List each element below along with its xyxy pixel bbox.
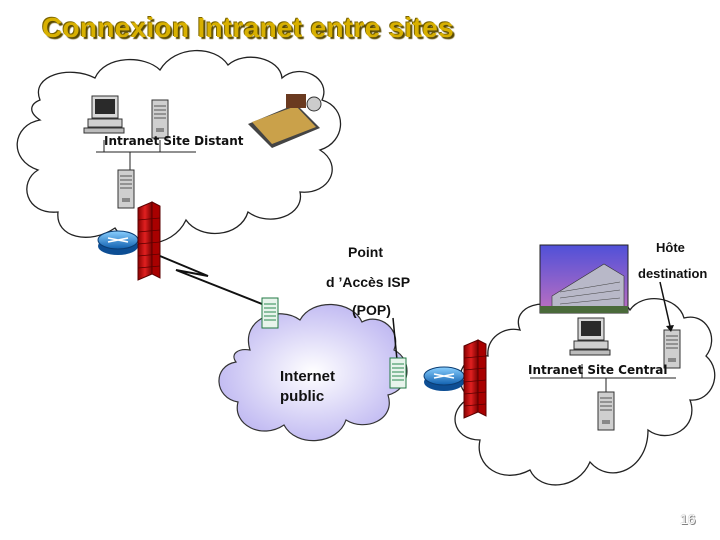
remote-server-icon	[151, 99, 169, 139]
pop-server-icon	[261, 297, 279, 329]
remote-site-label: Intranet Site Distant	[104, 134, 244, 148]
page-title: Connexion Intranet entre sites	[42, 12, 454, 43]
remote-router-icon	[97, 230, 139, 256]
pop-label-point: Point	[348, 244, 383, 260]
remote-server2-icon	[117, 169, 135, 209]
destination-arrow	[659, 281, 671, 327]
building-image	[539, 244, 629, 314]
pop-link	[392, 317, 398, 361]
page-number: 16	[680, 511, 696, 527]
wan-link	[159, 255, 263, 305]
remote-lan-icon	[248, 94, 322, 148]
gateway-server-icon	[389, 357, 407, 389]
central-site-label: Intranet Site Central	[528, 363, 668, 377]
internet-cloud	[218, 303, 408, 442]
central-router-icon	[423, 366, 465, 392]
central-firewall-icon	[463, 339, 487, 419]
internet-label: Internet	[280, 368, 336, 385]
central-server-icon	[597, 391, 615, 431]
destination-label: destination	[638, 266, 708, 281]
remote-firewall-icon	[137, 201, 161, 281]
public-label: public	[280, 388, 325, 405]
host-label: Hôte	[656, 240, 685, 255]
pop-label-access: d ’Accès ISP	[326, 274, 411, 290]
pop-label-abbrev: (POP)	[352, 302, 391, 318]
